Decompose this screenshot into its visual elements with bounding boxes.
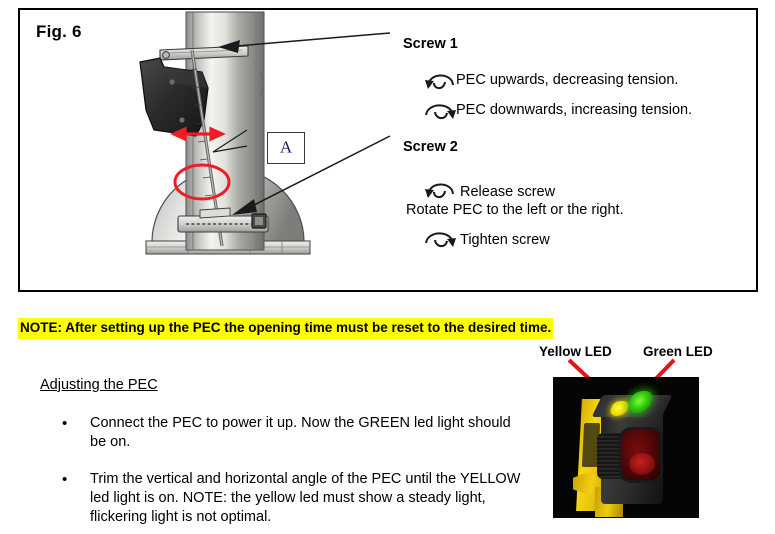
list-item: • Trim the vertical and horizontal angle… [62,470,522,527]
list-item-text: Connect the PEC to power it up. Now the … [90,415,511,450]
callout-box-a: A [267,132,305,164]
sensor-lens-face [619,427,663,483]
green-led-label: Green LED [643,344,713,359]
callout-a-label: A [279,137,293,157]
adjusting-the-pec-heading: Adjusting the PEC [40,377,158,393]
figure-label: Fig. 6 [36,22,82,41]
screw-2-item-2-text: Rotate PEC to the left or the right. [406,202,624,218]
pec-sensor-photo [553,377,699,518]
yellow-led-label: Yellow LED [539,344,612,359]
screw-2-item-3-text: Tighten screw [460,232,550,248]
figure-box: Fig. 6 [18,8,758,292]
screw-2-item-1-text: Release screw [460,184,556,200]
pec-assembly-drawing [130,10,370,290]
bullet-icon: • [62,471,68,488]
rotate-counterclockwise-icon [425,74,454,90]
screw-2-heading: Screw 2 [403,139,458,155]
screw-1-item-2-text: PEC downwards, increasing tension. [456,102,693,118]
rotate-counterclockwise-icon [425,183,454,199]
bullet-icon: • [62,415,68,432]
note-banner: NOTE: After setting up the PEC the openi… [18,318,554,339]
sensor-lens-dot [629,453,655,475]
screw-1-heading: Screw 1 [403,36,458,52]
rotate-clockwise-icon [425,104,456,120]
rotate-clockwise-icon [425,232,456,248]
list-item-text: Trim the vertical and horizontal angle o… [90,471,521,525]
screw-1-item-1-text: PEC upwards, decreasing tension. [456,72,679,88]
list-item: • Connect the PEC to power it up. Now th… [62,414,522,452]
